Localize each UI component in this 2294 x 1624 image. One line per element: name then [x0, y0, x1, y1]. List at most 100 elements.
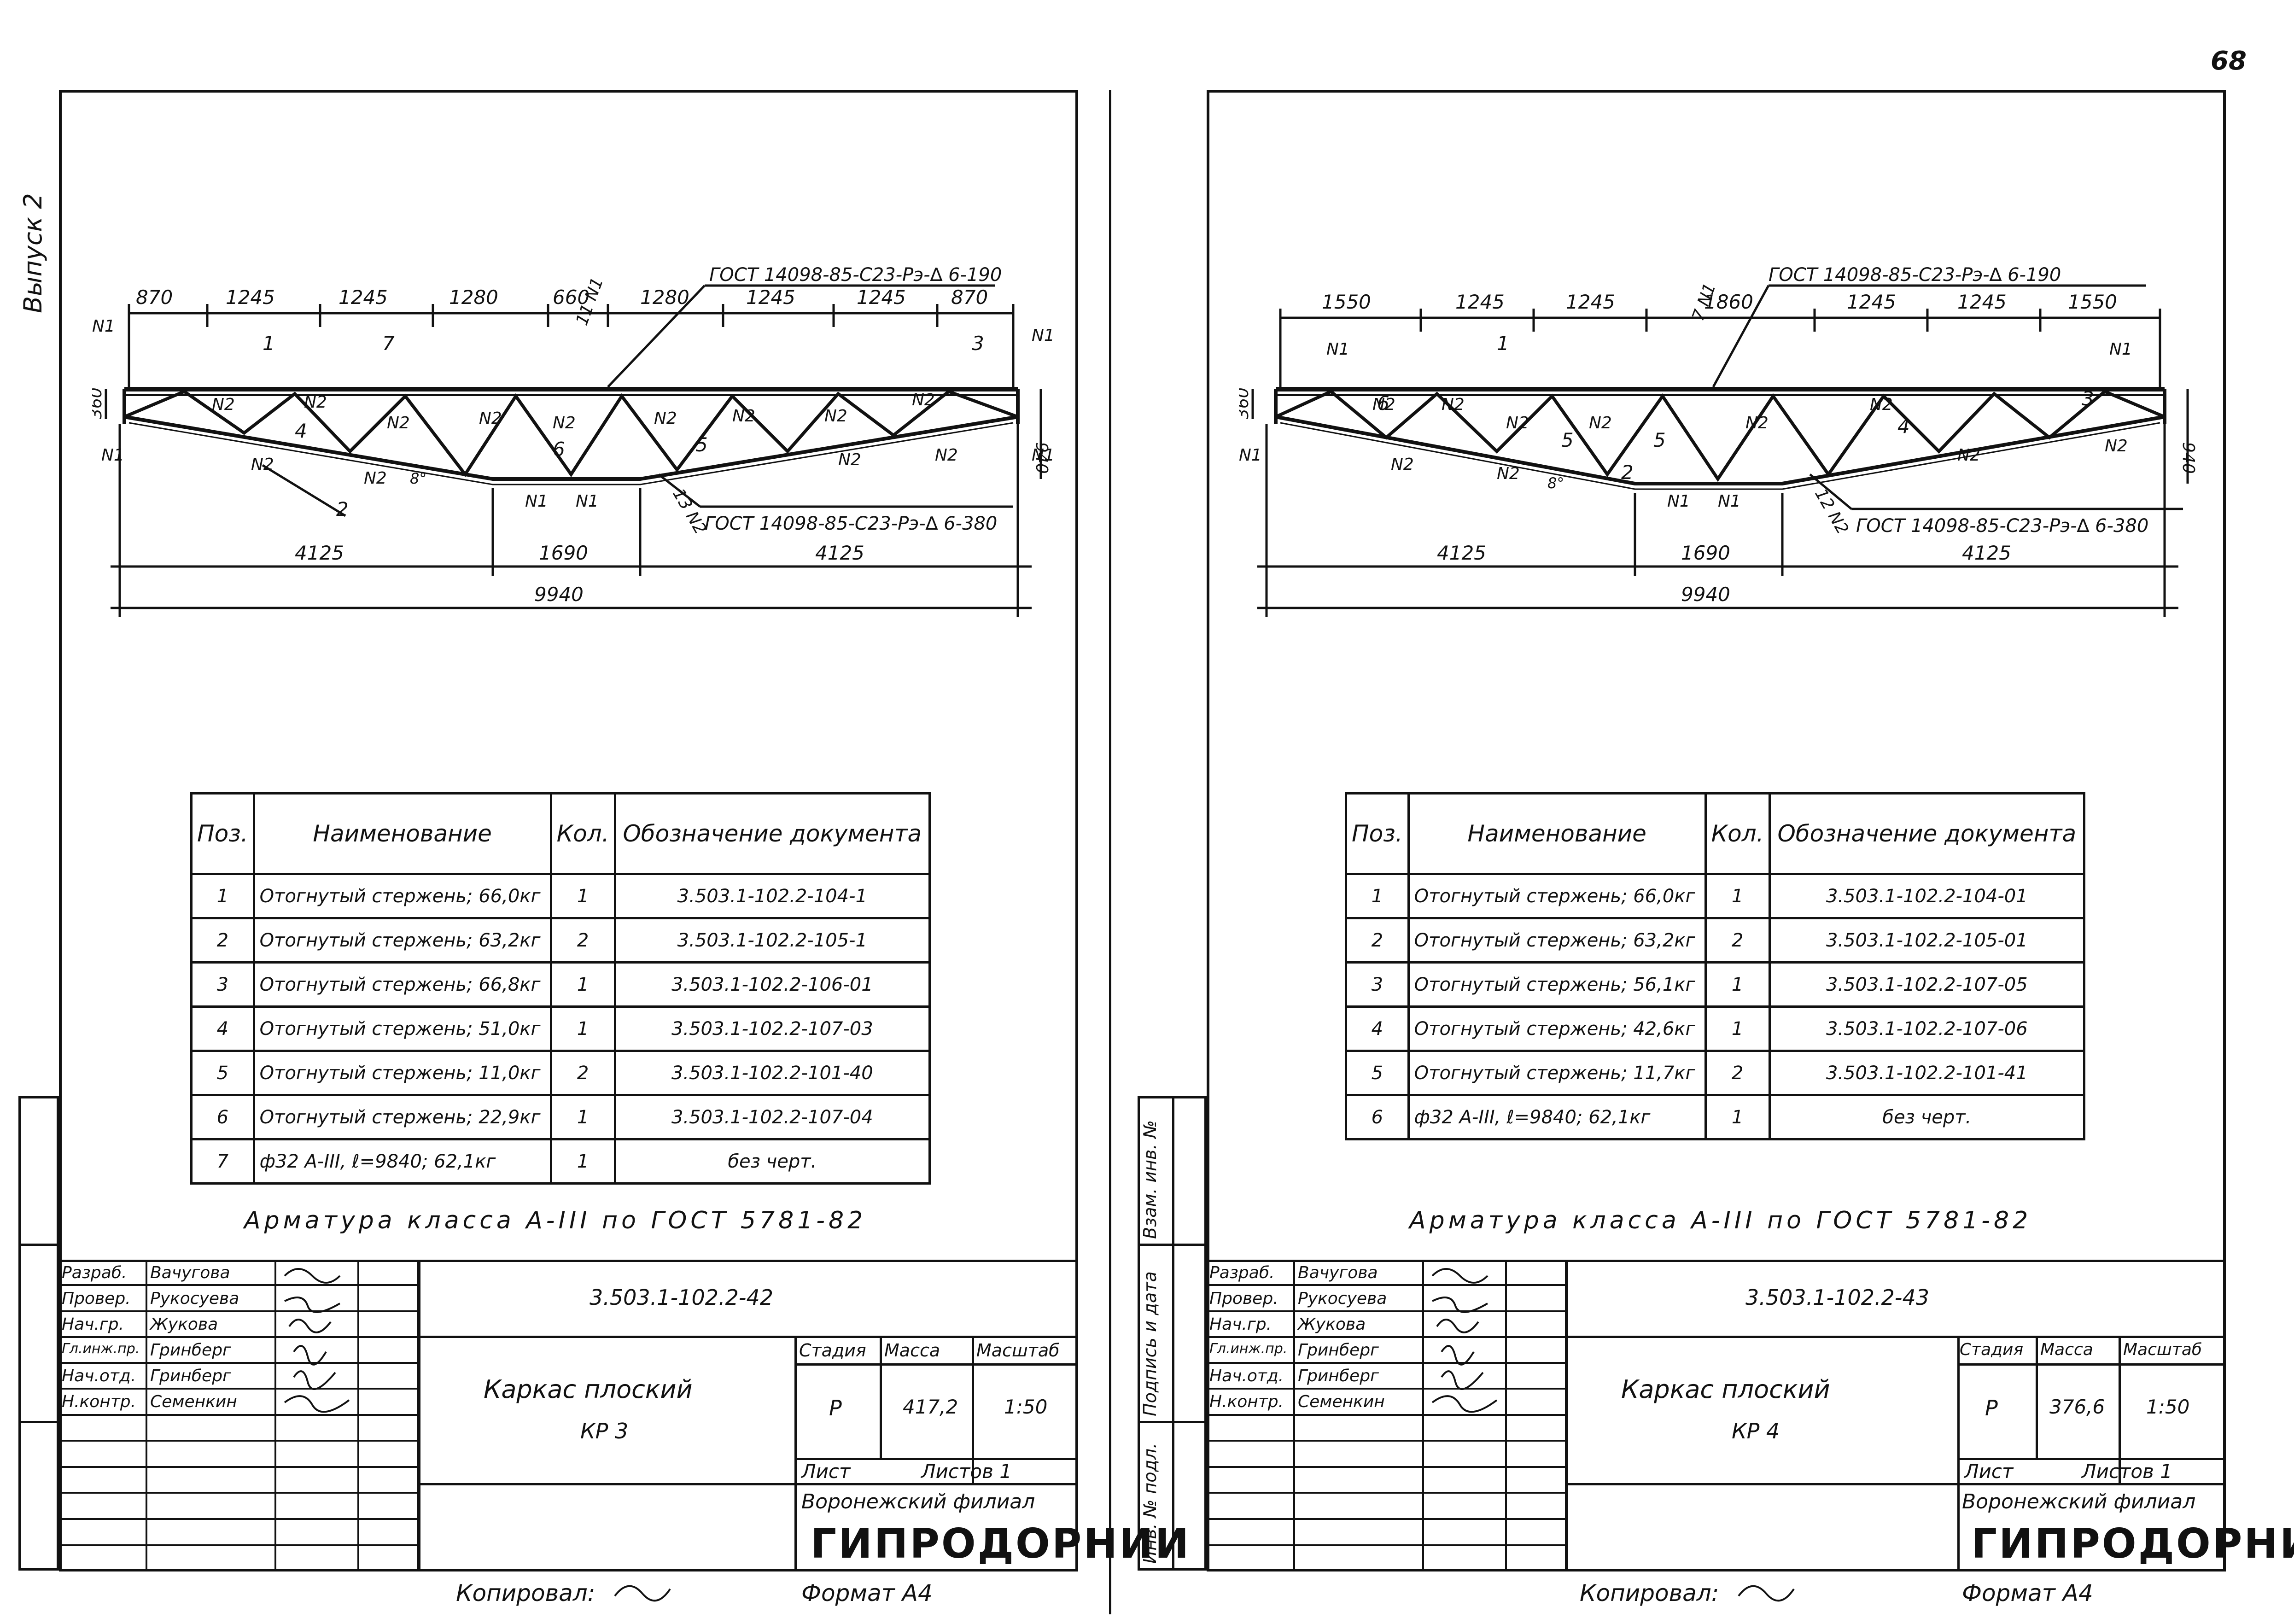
svg-text:12 N2: 12 N2 [1811, 485, 1852, 537]
svg-text:N2: N2 [1442, 395, 1465, 414]
svg-text:N2: N2 [1745, 414, 1769, 432]
svg-text:1245: 1245 [1957, 291, 2007, 313]
table-header: Поз. Наименование Кол. Обозначение докум… [190, 792, 931, 875]
cell: 1 [549, 1094, 616, 1140]
svg-text:360: 360 [1239, 387, 1252, 419]
svg-text:4125: 4125 [1437, 542, 1486, 564]
svg-text:N2: N2 [1506, 414, 1529, 432]
svg-text:2: 2 [336, 498, 349, 520]
cell: Отогнутый стержень; 51,0кг [252, 1005, 552, 1052]
product-name: Каркас плоский [484, 1375, 693, 1404]
signature-icon [284, 1268, 350, 1413]
col-qty: Кол. [549, 792, 616, 875]
svg-text:4: 4 [1897, 415, 1910, 438]
cell: 6 [190, 1094, 255, 1140]
col-doc: Обозначение документа [1768, 792, 2086, 875]
format-kr4: Формат А4 [1962, 1580, 2093, 1606]
cell: 2 [549, 917, 616, 964]
svg-text:N2: N2 [824, 407, 847, 426]
person-name: Рукосуева [1298, 1289, 1387, 1308]
svg-text:N1: N1 [1667, 492, 1690, 511]
cell: 5 [190, 1050, 255, 1096]
svg-text:8°: 8° [1547, 474, 1564, 492]
svg-text:N2: N2 [553, 414, 576, 432]
stamp-label: Взам. инв. № [1140, 1120, 1160, 1239]
cell: Отогнутый стержень; 63,2кг [252, 917, 552, 964]
svg-text:870: 870 [951, 286, 988, 309]
cell: 4 [190, 1005, 255, 1052]
cell: Отогнутый стержень; 56,1кг [1407, 961, 1707, 1008]
cell: 1 [1704, 1094, 1771, 1140]
svg-text:N1: N1 [92, 317, 115, 336]
sheets-count: Листов 1 [2082, 1460, 2172, 1483]
col-doc: Обозначение документа [613, 792, 931, 875]
cell: Отогнутый стержень; 22,9кг [252, 1094, 552, 1140]
svg-text:1245: 1245 [339, 286, 388, 309]
svg-text:1245: 1245 [1847, 291, 1896, 313]
cell: 1 [549, 1138, 616, 1185]
svg-text:N2: N2 [1372, 395, 1395, 414]
svg-text:N2: N2 [1870, 395, 1893, 414]
role: Н.контр. [1209, 1392, 1284, 1411]
svg-text:1245: 1245 [1455, 291, 1505, 313]
svg-text:N1: N1 [2109, 340, 2132, 359]
cell: 3.503.1-102.2-105-1 [613, 917, 931, 964]
role: Провер. [1209, 1289, 1278, 1308]
svg-text:5: 5 [1653, 429, 1666, 451]
scale-value: 1:50 [1004, 1396, 1048, 1418]
svg-text:3: 3 [2082, 387, 2094, 410]
cell: 2 [1704, 1050, 1771, 1096]
col-qty: Кол. [1704, 792, 1771, 875]
cell: 3.503.1-102.2-107-04 [613, 1094, 931, 1140]
side-stamp-kr3 [18, 1096, 59, 1571]
col-pos: Поз. [190, 792, 255, 875]
svg-text:N1: N1 [1326, 340, 1349, 359]
org-logo-text: ГИПРОДОРНИИ [1971, 1520, 2294, 1567]
svg-text:4: 4 [295, 420, 307, 442]
svg-text:N2: N2 [1957, 446, 1980, 465]
svg-text:1550: 1550 [2068, 291, 2117, 313]
role: Разраб. [1209, 1263, 1275, 1282]
svg-text:1245: 1245 [226, 286, 275, 309]
cell: ф32 А-III, ℓ=9840; 62,1кг [1407, 1094, 1707, 1140]
person-name: Семенкин [1298, 1392, 1385, 1411]
cell: 3.503.1-102.2-105-01 [1768, 917, 2086, 964]
svg-text:5: 5 [695, 433, 708, 456]
format-kr3: Формат А4 [801, 1580, 933, 1606]
sheet-label: Лист [1964, 1460, 2014, 1483]
cell: 1 [549, 961, 616, 1008]
svg-text:N2: N2 [2105, 437, 2128, 456]
svg-text:N2: N2 [935, 446, 958, 465]
role: Нач.отд. [1209, 1367, 1284, 1385]
org-name: Воронежский филиал [801, 1490, 1035, 1513]
person-name: Гринберг [150, 1341, 231, 1360]
svg-text:1245: 1245 [746, 286, 795, 309]
signature-icon [614, 1585, 671, 1602]
scale-label: Масштаб [976, 1340, 1060, 1361]
margin-label: Выпуск 2 [18, 193, 47, 313]
cell: 1 [549, 1005, 616, 1052]
col-name: Наименование [1407, 792, 1707, 875]
copied-by-kr4: Копировал: [1580, 1580, 1719, 1606]
cell: Отогнутый стержень; 63,2кг [1407, 917, 1707, 964]
svg-text:N2: N2 [1497, 464, 1520, 483]
product-name: Каркас плоский [1621, 1375, 1830, 1404]
role: Гл.инж.пр. [1209, 1341, 1288, 1357]
rebar-note-kr3: Арматура класса А-III по ГОСТ 5781-82 [244, 1207, 867, 1234]
rebar-note-kr4: Арматура класса А-III по ГОСТ 5781-82 [1409, 1207, 2032, 1234]
svg-text:1245: 1245 [1566, 291, 1615, 313]
svg-text:4125: 4125 [295, 542, 344, 564]
svg-text:7: 7 [382, 332, 395, 355]
doc-code: 3.503.1-102.2-42 [590, 1285, 773, 1310]
cell: без черт. [1768, 1094, 2086, 1140]
svg-text:360: 360 [92, 387, 105, 419]
cell: 1 [1704, 1005, 1771, 1052]
cell: Отогнутый стержень; 42,6кг [1407, 1005, 1707, 1052]
